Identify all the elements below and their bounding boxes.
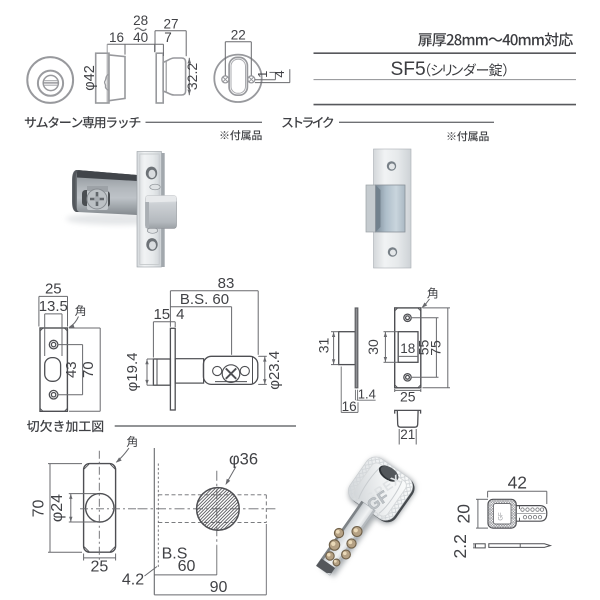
- svg-text:φ42: φ42: [82, 65, 98, 91]
- svg-text:60: 60: [178, 558, 196, 575]
- svg-text:1.4: 1.4: [358, 387, 376, 402]
- svg-text:φ24: φ24: [49, 494, 66, 522]
- svg-text:30: 30: [365, 339, 381, 355]
- svg-text:2.2: 2.2: [450, 534, 470, 558]
- svg-text:75: 75: [428, 340, 444, 356]
- svg-text:83: 83: [218, 275, 235, 292]
- svg-text:43: 43: [63, 361, 80, 378]
- svg-text:25: 25: [400, 388, 416, 404]
- svg-text:20: 20: [454, 504, 474, 524]
- svg-text:31: 31: [316, 338, 332, 354]
- svg-text:SF5: SF5: [391, 59, 426, 80]
- svg-text:22: 22: [231, 27, 246, 42]
- svg-text:GF: GF: [499, 512, 505, 521]
- svg-text:B.S. 60: B.S. 60: [180, 291, 229, 308]
- svg-text:25: 25: [45, 280, 62, 297]
- svg-text:40: 40: [133, 30, 148, 45]
- svg-text:28: 28: [133, 13, 148, 28]
- svg-text:27: 27: [163, 17, 178, 32]
- svg-text:15: 15: [153, 306, 170, 323]
- svg-text:4: 4: [176, 306, 184, 323]
- svg-text:70: 70: [30, 500, 47, 518]
- svg-text:21: 21: [400, 427, 415, 442]
- svg-text:16: 16: [342, 399, 357, 414]
- svg-text:1: 1: [255, 71, 270, 78]
- svg-text:13.5: 13.5: [39, 298, 68, 315]
- svg-text:16: 16: [109, 30, 124, 45]
- svg-text:25: 25: [91, 559, 109, 576]
- svg-text:φ23.4: φ23.4: [266, 351, 283, 390]
- svg-text:42: 42: [508, 472, 527, 492]
- svg-text:55: 55: [416, 340, 432, 356]
- svg-text:φ36: φ36: [229, 451, 258, 469]
- svg-text:70: 70: [80, 361, 97, 378]
- svg-text:φ19.4: φ19.4: [124, 353, 141, 392]
- svg-text:90: 90: [210, 579, 228, 596]
- svg-text:32.2: 32.2: [184, 63, 200, 90]
- svg-text:18: 18: [400, 341, 415, 356]
- svg-text:4.2: 4.2: [122, 572, 144, 589]
- svg-text:B.S: B.S: [162, 546, 188, 563]
- svg-text:7: 7: [164, 30, 172, 45]
- svg-text:4: 4: [272, 70, 287, 77]
